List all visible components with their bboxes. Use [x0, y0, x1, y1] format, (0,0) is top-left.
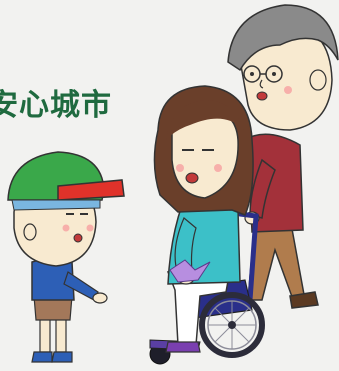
boy-figure — [7, 151, 125, 363]
woman-in-wheelchair-figure — [153, 85, 254, 353]
banner-title: 安心城市 — [0, 88, 112, 123]
